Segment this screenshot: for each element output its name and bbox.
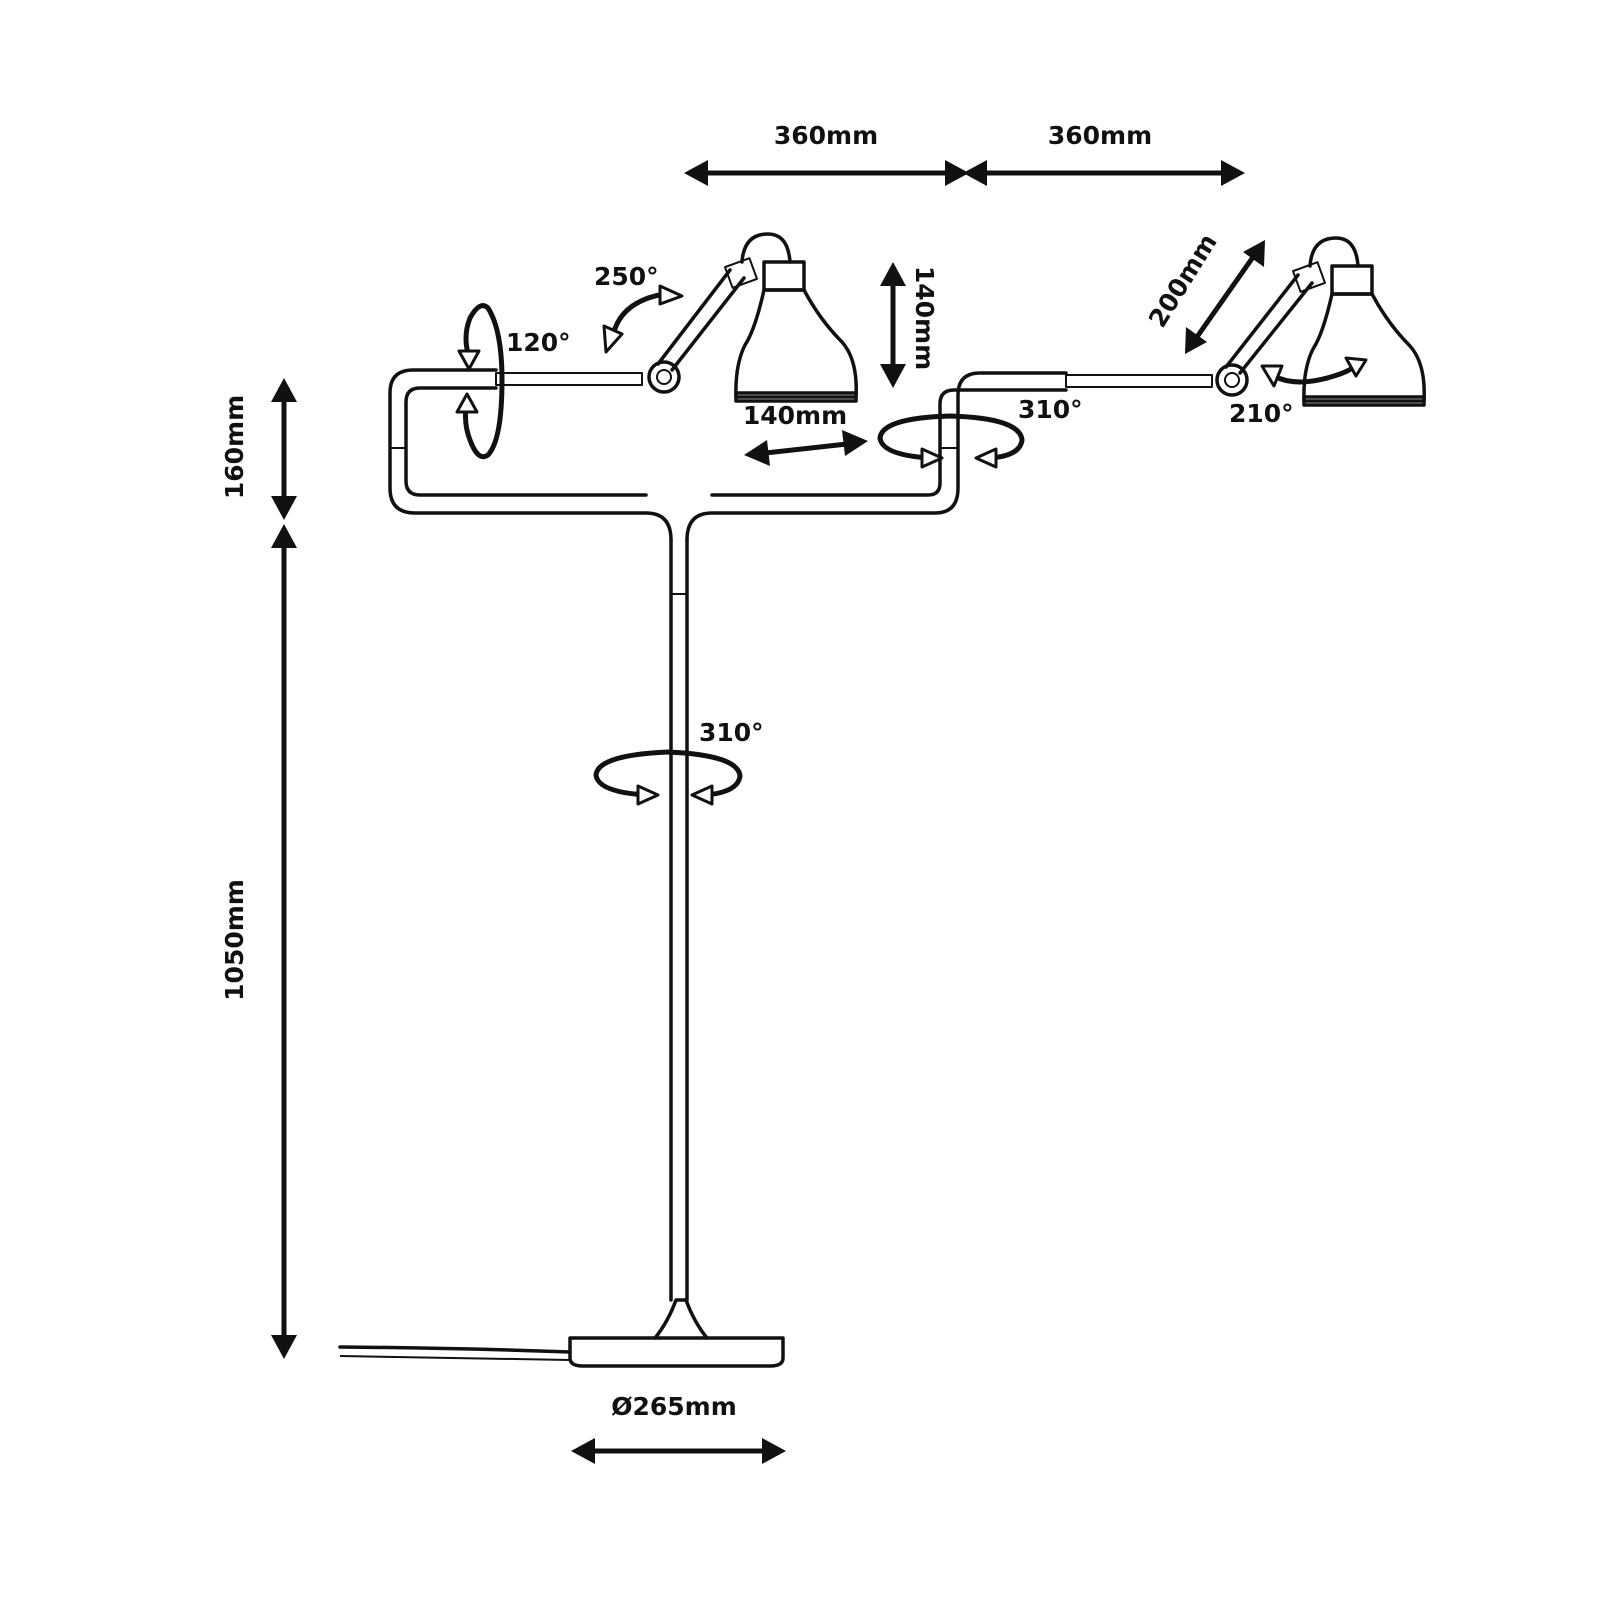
dim-arrow-arm-right-head-r: [1221, 160, 1245, 186]
left-arm-rod: [495, 372, 643, 386]
rotation-right-shade-head-1: [1260, 364, 1284, 388]
label-base-diameter: Ø265mm: [611, 1392, 737, 1421]
left-shade-rim: [734, 391, 858, 403]
dim-arrow-base-diameter-head-r: [762, 1438, 786, 1464]
rotation-right-shade-arc: [1271, 359, 1361, 385]
dim-arrow-arm-left-head-l: [684, 160, 708, 186]
rotation-stem-head-1: [636, 784, 660, 806]
right-upper-arm: [1224, 273, 1314, 375]
right-shade: [1302, 292, 1426, 403]
left-arm-knob: [647, 360, 681, 394]
dim-arrow-shade-height-head-b: [880, 364, 906, 388]
lamp-base: [568, 1336, 785, 1368]
dim-arrow-arm-left-head-r: [945, 160, 969, 186]
right-shade-collar: [1330, 264, 1374, 296]
dim-arrow-shade-width-head-r: [842, 430, 868, 456]
rotation-left-shade-head-1: [602, 324, 624, 354]
rotation-right-socket-head-1: [920, 447, 944, 469]
label-arm-left: 360mm: [774, 121, 878, 150]
label-rotation-right-shade: 210°: [1229, 399, 1294, 428]
dimension-arrows: [271, 160, 1265, 1464]
dim-arrow-shade-width-head-l: [744, 440, 770, 466]
rotation-stem-head-2: [690, 784, 714, 806]
frame-outer: [388, 368, 673, 542]
dim-arrow-arm-height-head-b: [271, 496, 297, 520]
dim-arrow-base-diameter-head-l: [571, 1438, 595, 1464]
label-arm-height: 160mm: [220, 395, 249, 499]
right-arm-knob: [1215, 363, 1249, 397]
right-shade-hook: [1308, 236, 1360, 268]
right-shade-rim: [1302, 395, 1426, 407]
right-arm-knob-inner: [1224, 372, 1240, 388]
right-arm-rod: [1065, 374, 1213, 388]
label-stand-height: 1050mm: [220, 879, 249, 1001]
rotation-stem-arc: [593, 749, 743, 798]
right-shade-clamp: [1292, 261, 1326, 293]
label-shade-width: 140mm: [743, 401, 847, 430]
frame-inner: [685, 371, 1068, 542]
dim-arrow-shade-height-head-t: [880, 262, 906, 286]
base-cap: [653, 1298, 709, 1340]
label-rotation-right-socket: 310°: [1018, 395, 1083, 424]
rotation-left-joint-head-top: [457, 349, 481, 371]
dim-arrow-right-arm-length-head-b: [1185, 327, 1207, 354]
label-arm-right: 360mm: [1048, 121, 1152, 150]
left-upper-arm: [656, 268, 746, 372]
lamp-drawing: [338, 232, 1426, 1368]
frame-inner-right: [710, 388, 1068, 497]
label-rotation-left-shade: 250°: [594, 262, 659, 291]
rotation-left-joint-arc: [463, 303, 505, 460]
rotation-left-shade-head-2: [658, 284, 684, 306]
left-shade-clamp: [724, 257, 758, 289]
dim-arrow-shade-width: [755, 440, 857, 457]
power-cable: [338, 1345, 572, 1354]
rotation-right-shade-head-2: [1344, 356, 1368, 378]
rotation-right-socket-head-2: [974, 447, 998, 469]
left-arm-knob-inner: [656, 369, 672, 385]
dim-arrow-stand-height-head-b: [271, 1335, 297, 1359]
label-shade-height: 140mm: [910, 266, 939, 370]
left-shade-hook: [740, 232, 792, 264]
rotation-right-socket-arc: [877, 413, 1025, 461]
dim-arrow-stand-height-head-t: [271, 524, 297, 548]
dim-arrow-arm-height-head-t: [271, 378, 297, 402]
left-shade: [734, 288, 858, 399]
label-rotation-stem: 310°: [699, 718, 764, 747]
label-rotation-left-joint: 120°: [506, 328, 571, 357]
rotation-indicators: [455, 284, 1368, 806]
dim-arrow-arm-right-head-l: [963, 160, 987, 186]
rotation-left-joint-head-bottom: [455, 392, 479, 414]
dim-arrow-right-arm-length: [1189, 248, 1261, 346]
power-cable-lower: [339, 1355, 571, 1361]
left-shade-collar: [762, 260, 806, 292]
frame-inner-left: [404, 386, 648, 497]
dim-arrow-right-arm-length-head-t: [1243, 240, 1265, 267]
